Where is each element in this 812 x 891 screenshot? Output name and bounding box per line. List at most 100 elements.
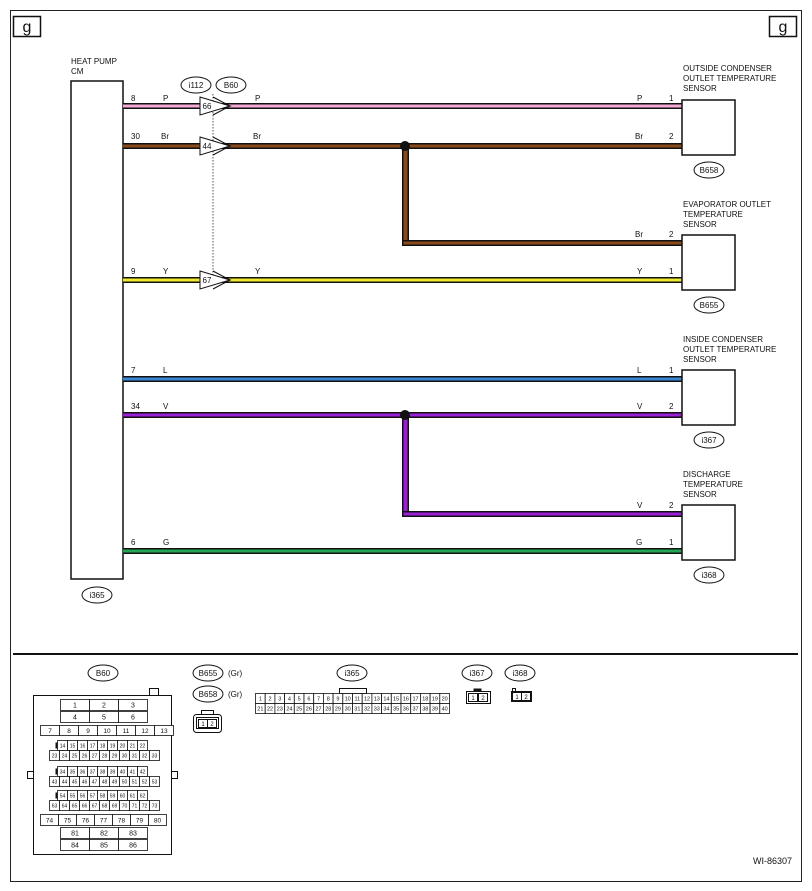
pin-number: 67 — [92, 803, 98, 809]
pin-number: 21 — [257, 707, 263, 713]
corner-tag-left — [12, 15, 42, 38]
pin-number: 19 — [432, 697, 438, 703]
pin-number: 75 — [64, 817, 72, 824]
junction-pin-44: 44 — [203, 142, 212, 151]
pin-number: 7 — [317, 697, 320, 703]
pin-number: 2 — [102, 703, 106, 710]
pin-number: 23 — [52, 753, 58, 759]
view-tag-i367-label: i367 — [469, 669, 485, 678]
sensor-box — [681, 234, 736, 291]
pin-number: 57 — [90, 793, 96, 799]
pin-number: 48 — [102, 779, 108, 785]
pin-number: 85 — [100, 843, 108, 850]
junction-arrow-67 — [199, 270, 232, 290]
wire-v-branch — [402, 415, 682, 517]
splice-point-br — [400, 141, 410, 151]
pin-number: 51 — [132, 779, 138, 785]
module-label-line1: HEAT PUMP — [71, 57, 117, 66]
pin-number: 76 — [82, 817, 90, 824]
pin-number: 10 — [345, 697, 351, 703]
pin-number: 27 — [315, 707, 321, 713]
pin-number: 40 — [442, 707, 448, 713]
pin-number: 72 — [142, 803, 148, 809]
sensor-pin-br-branch: 2 — [669, 230, 674, 239]
pin-number: 17 — [412, 697, 418, 703]
sensor-connector-label: B658 — [700, 166, 719, 175]
sensor-outside-condenser: OUTSIDE CONDENSER OUTLET TEMPERATURE SEN… — [681, 64, 776, 179]
pin-number: 83 — [129, 831, 137, 838]
view-tag-b658-note: (Gr) — [228, 690, 243, 699]
pin-number: 28 — [325, 707, 331, 713]
pin-number: 38 — [422, 707, 428, 713]
pin-number: 4 — [288, 697, 291, 703]
pin-number: 29 — [112, 753, 118, 759]
cm-pin-34: 34 — [131, 402, 140, 411]
module-label-line2: CM — [71, 67, 84, 76]
cm-pin-30: 30 — [131, 132, 140, 141]
pin-number: 41 — [130, 769, 136, 775]
pin-number: 1 — [73, 703, 77, 710]
pin-number: 21 — [130, 743, 136, 749]
pin-number: 29 — [335, 707, 341, 713]
pin-number: 9 — [336, 697, 339, 703]
junction-arrow-44 — [199, 136, 232, 156]
pin-number: 26 — [82, 753, 88, 759]
pin-number: 26 — [306, 707, 312, 713]
pin-number: 68 — [102, 803, 108, 809]
pin-number: 24 — [62, 753, 68, 759]
sensor-evaporator-outlet: EVAPORATOR OUTLET TEMPERATURE SENSOR B65… — [681, 200, 771, 314]
pin-number: 56 — [80, 793, 86, 799]
right-code-l: L — [637, 366, 642, 375]
corner-tag-right — [768, 15, 798, 38]
pin-number: 16 — [80, 743, 86, 749]
pin-number: 13 — [160, 728, 168, 735]
sensor-box — [681, 504, 736, 561]
pin-number: 35 — [393, 707, 399, 713]
sensor-name-line: SENSOR — [683, 220, 717, 229]
pin-number: 37 — [90, 769, 96, 775]
pin-cell — [439, 703, 450, 714]
heat-pump-module — [70, 80, 124, 580]
wire-g — [123, 548, 682, 554]
view-tag-b60-label: B60 — [96, 669, 111, 678]
pin-number: 28 — [102, 753, 108, 759]
cm-pin-9: 9 — [131, 267, 136, 276]
pin-number: 37 — [412, 707, 418, 713]
pin-number: 52 — [142, 779, 148, 785]
pin-number: 43 — [52, 779, 58, 785]
right-code-g: G — [636, 538, 642, 547]
view-tag-b60 — [87, 664, 119, 682]
view-tag-b658-label: B658 — [199, 690, 218, 699]
pin-number: 23 — [277, 707, 283, 713]
pin-number: 30 — [122, 753, 128, 759]
cm-code-30: Br — [161, 132, 169, 141]
pin-number: 34 — [383, 707, 389, 713]
right-code-v-branch: V — [637, 501, 643, 510]
pin-number: 18 — [422, 697, 428, 703]
sensor-connector-label: i367 — [701, 436, 717, 445]
wire-p — [123, 103, 682, 109]
pin-number: 14 — [383, 697, 389, 703]
junction-tag-i112-label: i112 — [189, 81, 204, 90]
pin-number: 77 — [100, 817, 108, 824]
pin-number: 5 — [298, 697, 301, 703]
pin-number: 80 — [154, 817, 162, 824]
pin-number: 33 — [152, 753, 158, 759]
sensor-connector-tag — [693, 566, 725, 584]
pin-number: 30 — [345, 707, 351, 713]
view-tag-i365 — [336, 664, 368, 682]
right-code-br-branch: Br — [635, 230, 643, 239]
pin-number: 17 — [90, 743, 96, 749]
pin-number: 39 — [432, 707, 438, 713]
pin-number: 74 — [46, 817, 54, 824]
pin-number: 11 — [123, 728, 130, 735]
view-tag-i368 — [504, 664, 536, 682]
pin-number: 44 — [62, 779, 68, 785]
pin-number: 8 — [327, 697, 330, 703]
pin-cell — [118, 699, 148, 711]
pin-number: 69 — [112, 803, 118, 809]
pin-number: 6 — [131, 715, 135, 722]
pin-number: 22 — [267, 707, 273, 713]
pin-number: 32 — [364, 707, 370, 713]
